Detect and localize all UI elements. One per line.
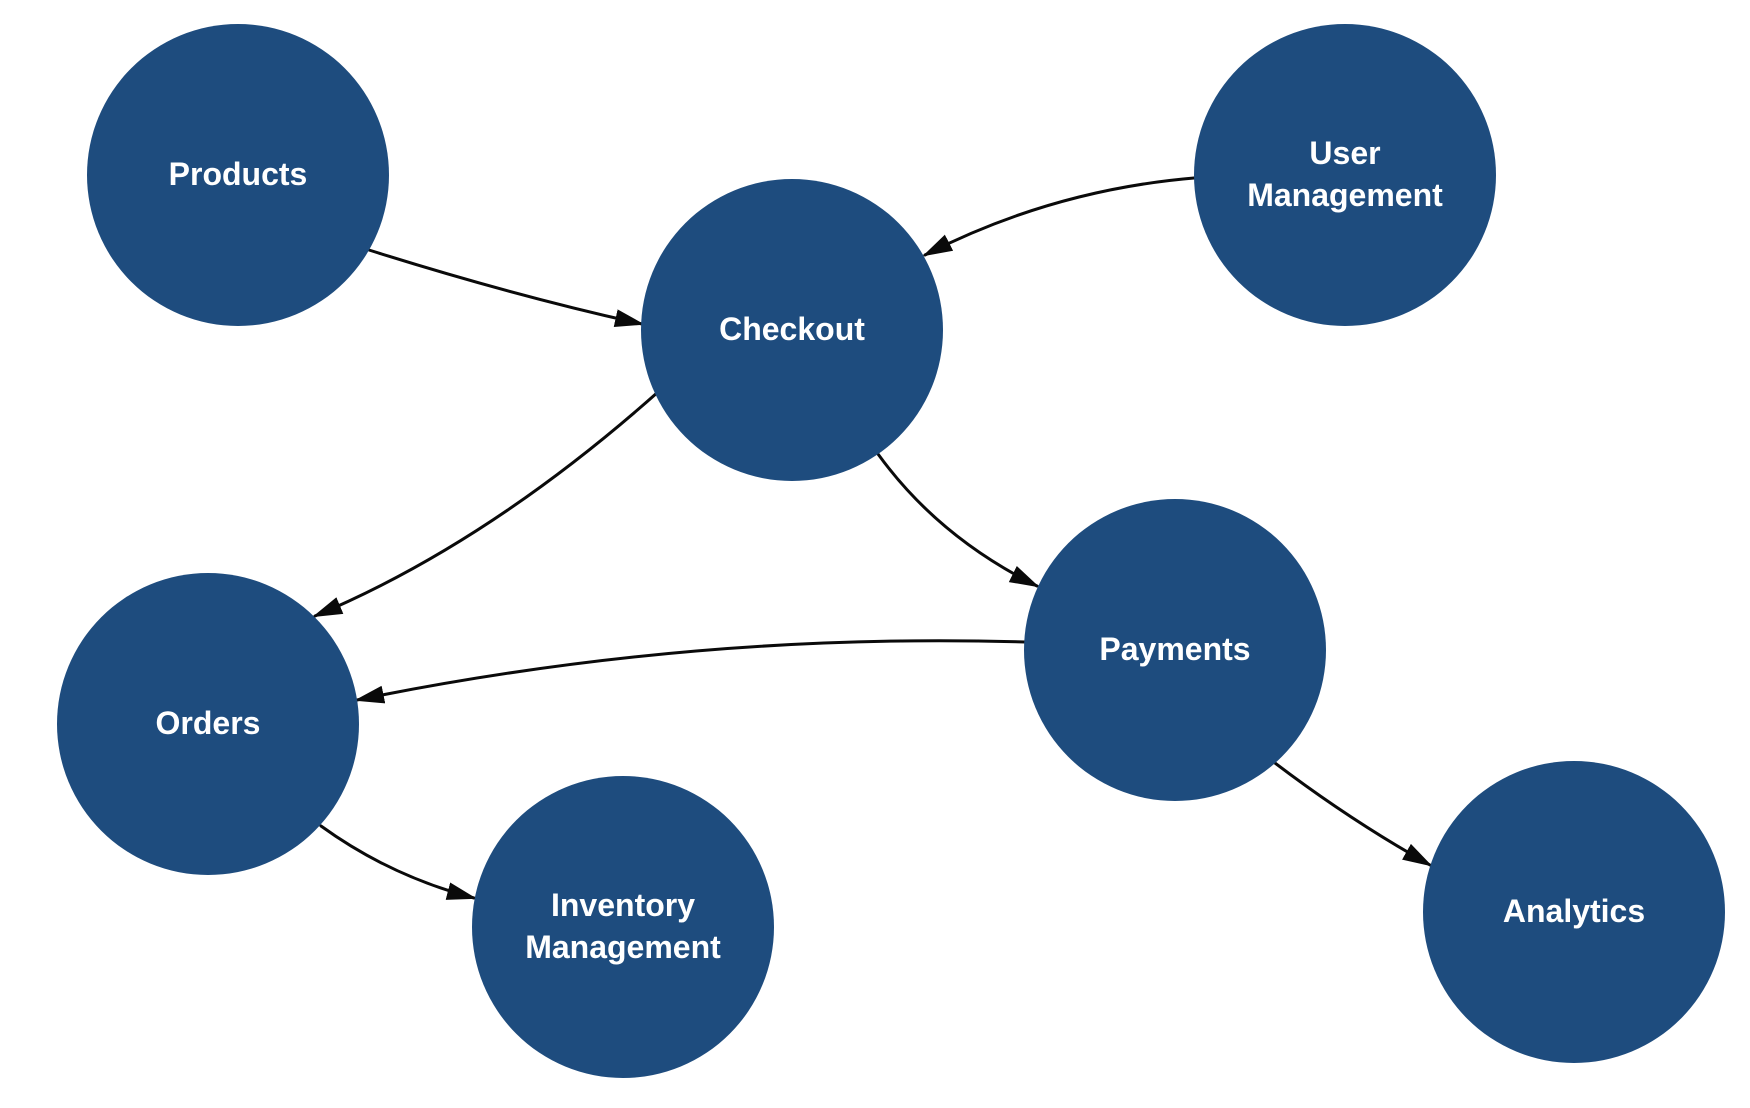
edge-user-management-to-checkout <box>922 176 1196 257</box>
node-user-management: User Management <box>1194 24 1496 326</box>
edge-orders-to-inventory-management <box>319 824 477 900</box>
node-payments: Payments <box>1024 499 1326 801</box>
node-products-label: Products <box>168 156 308 193</box>
edge-checkout-to-orders <box>312 390 660 618</box>
edge-payments-to-analytics <box>1273 761 1433 867</box>
node-orders: Orders <box>57 573 359 875</box>
node-checkout: Checkout <box>641 179 943 481</box>
node-inventory-management-label: Inventory Management <box>525 887 721 965</box>
node-orders-label: Orders <box>155 705 261 742</box>
node-analytics: Analytics <box>1423 761 1725 1063</box>
edge-checkout-to-payments <box>876 452 1040 588</box>
node-user-management-label: User Management <box>1247 135 1443 213</box>
edge-products-to-checkout <box>367 248 645 327</box>
node-checkout-label: Checkout <box>719 311 865 348</box>
node-inventory-management: Inventory Management <box>472 776 774 1078</box>
edge-payments-to-orders <box>354 639 1027 704</box>
node-analytics-label: Analytics <box>1502 893 1646 930</box>
node-payments-label: Payments <box>1099 631 1251 668</box>
node-products: Products <box>87 24 389 326</box>
